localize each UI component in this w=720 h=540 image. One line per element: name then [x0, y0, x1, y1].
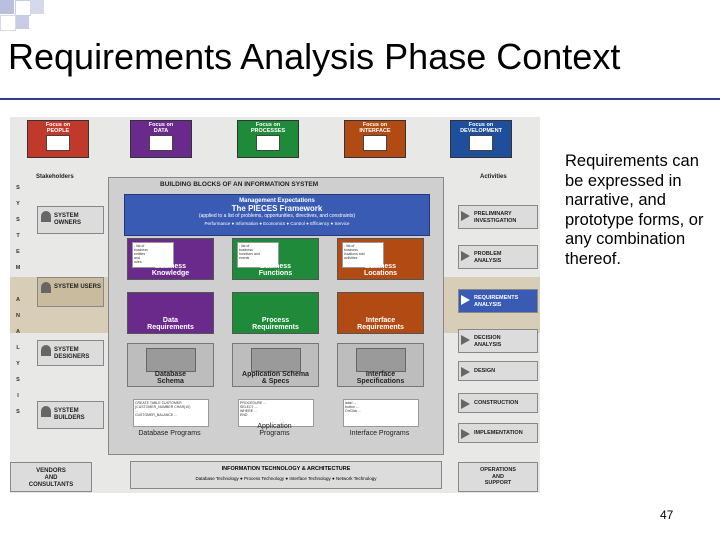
arrow-icon [461, 367, 470, 377]
activity-problem-analysis: PROBLEM ANALYSIS [458, 245, 538, 269]
decor-square [30, 0, 44, 14]
activities-label: Activities [480, 174, 507, 180]
activity-design: DESIGN [458, 361, 538, 381]
focus-processes: Focus on PROCESSES [237, 120, 299, 158]
focus-development: Focus on DEVELOPMENT [450, 120, 512, 158]
decor-square [0, 0, 14, 14]
focus-people: Focus on PEOPLE [27, 120, 89, 158]
technology-title: INFORMATION TECHNOLOGY & ARCHITECTURE [221, 466, 351, 472]
activity-preliminary-investigation: PRELIMINARY INVESTIGATION [458, 205, 538, 229]
focus-interface: Focus on INTERFACE [344, 120, 406, 158]
monitor-icon [363, 135, 387, 151]
management-line1: Management Expectations [239, 198, 315, 204]
activity-construction: CONSTRUCTION [458, 393, 538, 413]
arrow-icon [461, 429, 470, 439]
data-requirements-cell: Data Requirements [127, 292, 214, 334]
database-programs-cell: CREATE TABLE CUSTOMER (CUSTOMER_NUMBER C… [127, 397, 212, 437]
arrow-icon [461, 211, 470, 221]
application-schema-cell: Application Schema & Specs [232, 343, 319, 387]
person-icon [41, 406, 51, 417]
stakeholder-system-builders: SYSTEM BUILDERS [37, 401, 104, 429]
interface-programs-cell: label ... button ... OnClick ...Interfac… [337, 397, 422, 437]
activity-implementation: IMPLEMENTATION [458, 423, 538, 443]
person-icon [41, 282, 51, 293]
management-line3: (applied to a list of problems, opportun… [198, 213, 356, 219]
development-icon [469, 135, 493, 151]
person-icon [41, 211, 51, 222]
decor-square [0, 15, 16, 31]
arrow-icon [461, 335, 470, 345]
stakeholders-label: Stakeholders [36, 174, 74, 180]
business-locations-cell: - list of business locations and activit… [337, 238, 424, 280]
stakeholder-vendors: VENDORS AND CONSULTANTS [10, 462, 92, 492]
management-box: Management Expectations The PIECES Frame… [124, 194, 430, 236]
pieces-list: Performance ● Information ● Economics ● … [204, 221, 350, 226]
people-icon [46, 135, 70, 151]
activity-decision-analysis: DECISION ANALYSIS [458, 329, 538, 353]
stakeholder-system-designers: SYSTEM DESIGNERS [37, 340, 104, 366]
technology-architecture-bar: INFORMATION TECHNOLOGY & ARCHITECTURE Da… [130, 461, 442, 489]
decor-square [15, 15, 29, 29]
data-icon [149, 135, 173, 151]
building-blocks-figure: Focus on PEOPLE Focus on DATA Focus on P… [10, 117, 540, 493]
person-icon [41, 345, 51, 356]
slide-title: Requirements Analysis Phase Context [8, 36, 621, 77]
management-line2: The PIECES Framework [231, 204, 323, 213]
arrow-icon [461, 295, 470, 305]
arrow-icon [461, 251, 470, 261]
arrow-icon [461, 399, 470, 409]
side-text: Requirements can be expressed in narrati… [565, 152, 704, 268]
figure-title: BUILDING BLOCKS OF AN INFORMATION SYSTEM [160, 181, 319, 188]
technology-list: Database Technology ● Process Technology… [195, 476, 377, 481]
process-icon [256, 135, 280, 151]
stakeholder-system-users: SYSTEM USERS [37, 277, 104, 307]
decor-square [15, 0, 31, 16]
interface-requirements-cell: Interface Requirements [337, 292, 424, 334]
activity-requirements-analysis: REQUIREMENTS ANALYSIS [458, 289, 538, 313]
activity-operations-support: OPERATIONS AND SUPPORT [458, 462, 538, 492]
stakeholder-system-owners: SYSTEM OWNERS [37, 206, 104, 234]
page-number: 47 [660, 508, 674, 522]
database-schema-cell: Database Schema [127, 343, 214, 387]
focus-data: Focus on DATA [130, 120, 192, 158]
title-underline [0, 98, 720, 100]
interface-specifications-cell: Interface Specifications [337, 343, 424, 387]
process-requirements-cell: Process Requirements [232, 292, 319, 334]
